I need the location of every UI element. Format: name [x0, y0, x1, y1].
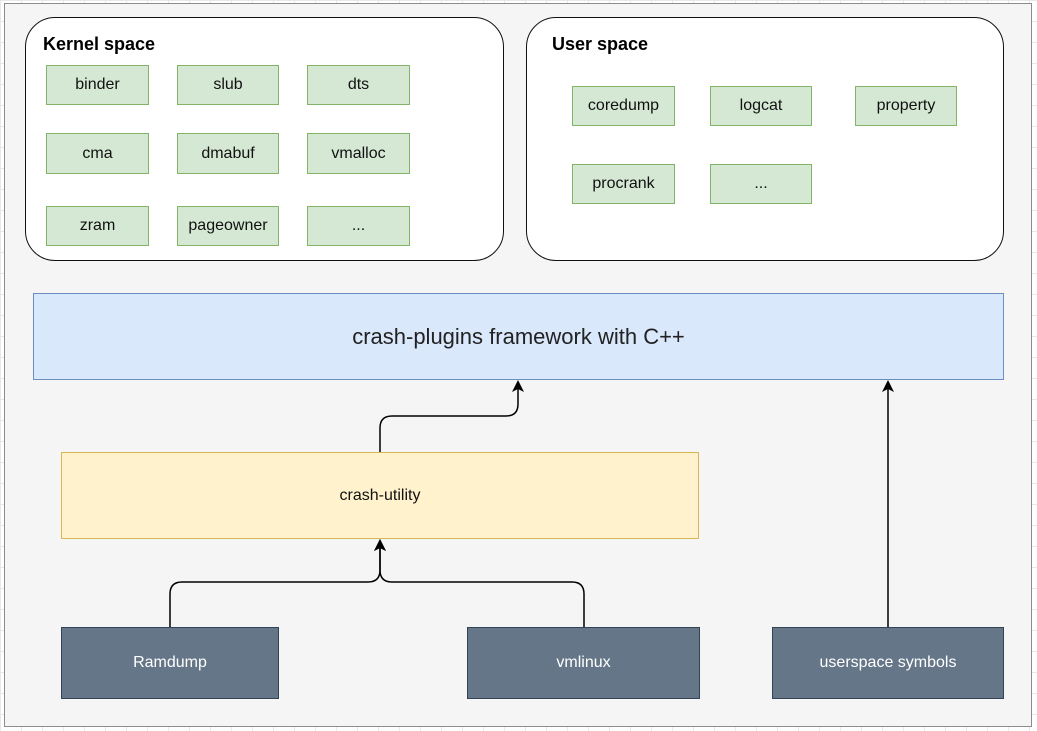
kernel-item-more: ...	[307, 206, 410, 246]
userspace-symbols-box: userspace symbols	[772, 627, 1004, 699]
ramdump-box: Ramdump	[61, 627, 279, 699]
crash-utility-box: crash-utility	[61, 452, 699, 539]
kernel-item-vmalloc: vmalloc	[307, 133, 410, 174]
kernel-item-dmabuf: dmabuf	[177, 133, 279, 174]
user-space-panel	[526, 17, 1004, 261]
user-item-property: property	[855, 86, 957, 126]
kernel-item-zram: zram	[46, 206, 149, 246]
kernel-item-dts: dts	[307, 65, 410, 105]
user-item-more: ...	[710, 164, 812, 204]
kernel-space-title: Kernel space	[43, 34, 156, 54]
user-item-logcat: logcat	[710, 86, 812, 126]
kernel-item-pageowner: pageowner	[177, 206, 279, 246]
user-space-title: User space	[552, 34, 649, 54]
user-item-procrank: procrank	[572, 164, 675, 204]
kernel-item-slub: slub	[177, 65, 279, 105]
kernel-item-binder: binder	[46, 65, 149, 105]
kernel-item-cma: cma	[46, 133, 149, 174]
vmlinux-box: vmlinux	[467, 627, 700, 699]
user-item-coredump: coredump	[572, 86, 675, 126]
crash-plugins-framework-box: crash-plugins framework with C++	[33, 293, 1004, 380]
